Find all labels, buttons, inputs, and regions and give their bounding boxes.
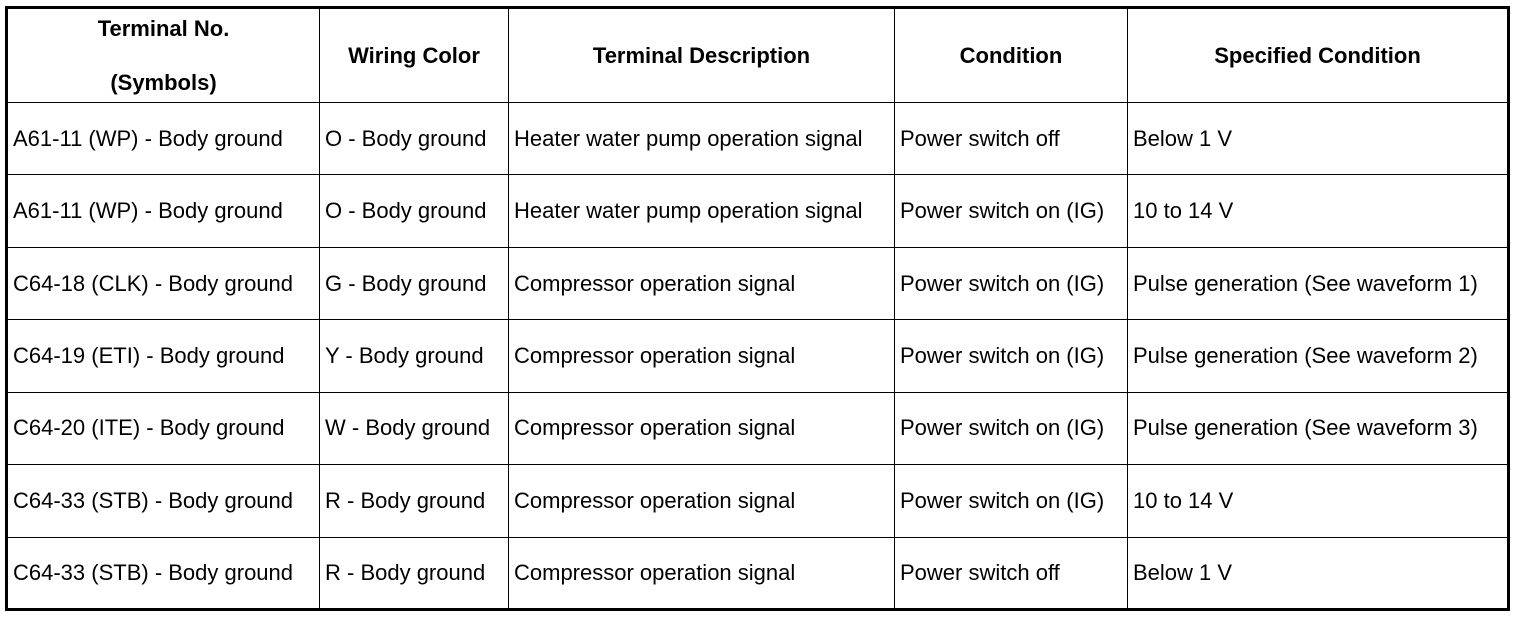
cell-terminal: C64-18 (CLK) - Body ground xyxy=(6,246,320,321)
cell-description: Compressor operation signal xyxy=(508,464,895,538)
cell-description: Compressor operation signal xyxy=(508,246,895,321)
header-row: Terminal No. (Symbols) Wiring Color Term… xyxy=(6,7,1509,103)
cell-specified: 10 to 14 V xyxy=(1127,174,1509,248)
cell-specified: Below 1 V xyxy=(1127,536,1509,611)
cell-wiring-color: R - Body ground xyxy=(319,464,509,538)
cell-wiring-color: O - Body ground xyxy=(319,174,509,248)
cell-description: Heater water pump operation signal xyxy=(508,174,895,248)
cell-specified: Pulse generation (See waveform 2) xyxy=(1127,319,1509,393)
table-row: C64-33 (STB) - Body ground R - Body grou… xyxy=(6,536,1509,611)
cell-terminal: C64-20 (ITE) - Body ground xyxy=(6,391,320,466)
cell-wiring-color: O - Body ground xyxy=(319,101,509,176)
cell-description: Compressor operation signal xyxy=(508,319,895,393)
header-terminal-line1: Terminal No. xyxy=(97,15,230,41)
cell-wiring-color: G - Body ground xyxy=(319,246,509,321)
table-row: A61-11 (WP) - Body ground O - Body groun… xyxy=(6,101,1509,176)
cell-description: Heater water pump operation signal xyxy=(508,101,895,176)
cell-condition: Power switch on (IG) xyxy=(894,319,1128,393)
cell-wiring-color: W - Body ground xyxy=(319,391,509,466)
header-wiring-color: Wiring Color xyxy=(319,7,509,103)
header-terminal-line2: (Symbols) xyxy=(110,69,217,95)
header-condition: Condition xyxy=(894,7,1128,103)
cell-specified: Pulse generation (See waveform 3) xyxy=(1127,391,1509,466)
table-row: C64-19 (ETI) - Body ground Y - Body grou… xyxy=(6,319,1509,393)
cell-condition: Power switch off xyxy=(894,101,1128,176)
cell-wiring-color: R - Body ground xyxy=(319,536,509,611)
cell-condition: Power switch on (IG) xyxy=(894,174,1128,248)
cell-terminal: C64-19 (ETI) - Body ground xyxy=(6,319,320,393)
cell-terminal: A61-11 (WP) - Body ground xyxy=(6,101,320,176)
cell-terminal: C64-33 (STB) - Body ground xyxy=(6,536,320,611)
table-row: C64-33 (STB) - Body ground R - Body grou… xyxy=(6,464,1509,538)
cell-terminal: A61-11 (WP) - Body ground xyxy=(6,174,320,248)
cell-specified: Pulse generation (See waveform 1) xyxy=(1127,246,1509,321)
cell-specified: 10 to 14 V xyxy=(1127,464,1509,538)
table-row: A61-11 (WP) - Body ground O - Body groun… xyxy=(6,174,1509,248)
cell-description: Compressor operation signal xyxy=(508,536,895,611)
cell-terminal: C64-33 (STB) - Body ground xyxy=(6,464,320,538)
cell-wiring-color: Y - Body ground xyxy=(319,319,509,393)
cell-condition: Power switch on (IG) xyxy=(894,464,1128,538)
header-terminal-description: Terminal Description xyxy=(508,7,895,103)
cell-condition: Power switch on (IG) xyxy=(894,246,1128,321)
table-row: C64-20 (ITE) - Body ground W - Body grou… xyxy=(6,391,1509,466)
terminal-spec-table: Terminal No. (Symbols) Wiring Color Term… xyxy=(5,6,1510,611)
header-specified-condition: Specified Condition xyxy=(1127,7,1509,103)
cell-condition: Power switch on (IG) xyxy=(894,391,1128,466)
cell-specified: Below 1 V xyxy=(1127,101,1509,176)
cell-description: Compressor operation signal xyxy=(508,391,895,466)
cell-condition: Power switch off xyxy=(894,536,1128,611)
table-row: C64-18 (CLK) - Body ground G - Body grou… xyxy=(6,246,1509,321)
header-terminal-no: Terminal No. (Symbols) xyxy=(6,7,320,103)
